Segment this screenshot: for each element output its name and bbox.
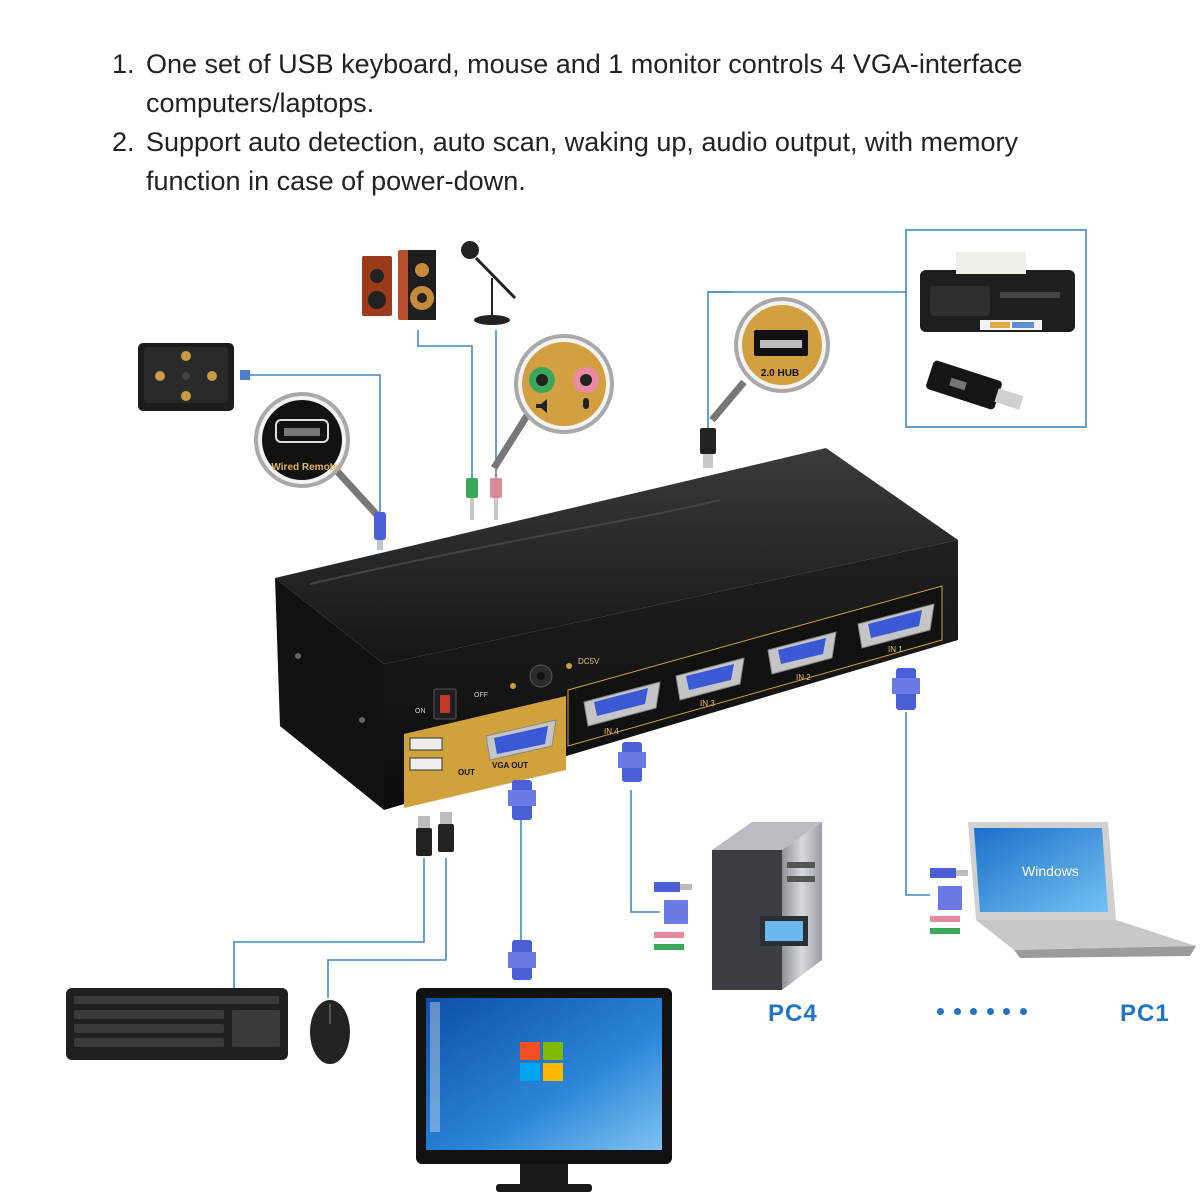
dot [937,1008,944,1015]
audio-jacks-callout [491,334,614,470]
pc4-tower-image [712,822,822,990]
wired-remote-device [138,343,250,411]
vga-out-label: VGA OUT [492,761,528,770]
pc1-laptop-image: Windows [968,822,1196,958]
cable-pc1 [905,712,930,896]
usb-hub-callout: 2.0 HUB [709,297,830,423]
usb-hub-plug [700,428,716,468]
dot [1019,1008,1027,1015]
vga-in-3-port [675,657,745,701]
feature-text: One set of USB keyboard, mouse and 1 mon… [146,49,1023,118]
wired-remote-port-callout: Wired Remote [254,392,381,519]
feature-number: 2. [112,127,135,157]
vga-in-2-port [767,631,837,675]
vga-plug-monitor [508,940,536,980]
vga-plug-in1 [892,668,920,710]
pc4-connectors [654,882,692,950]
vga-plug-in4 [618,742,646,782]
input-panel [567,585,943,747]
monitor-image [416,988,672,1192]
cable-keyboard [233,858,425,990]
kvm-side [275,578,384,810]
kvm-top [275,448,958,664]
kvm-switch: ON OFF DC5V OUT VGA OUT [275,448,958,810]
windows-logo [520,1042,563,1081]
dc-label: DC5V [578,657,600,666]
power-off-label: OFF [474,692,488,699]
usb-port-1 [409,737,443,751]
dot [1003,1008,1011,1015]
power-on-label: ON [415,708,426,715]
cable-lines [233,291,930,998]
vga-in-1-port [857,603,935,649]
port-label-in2: IN 2 [796,673,811,682]
vga-in-4-port [583,681,661,727]
port-label-in1: IN 1 [888,645,903,654]
remote-plug [374,512,386,550]
cable-speaker [417,330,473,478]
feature-text: Support auto detection, auto scan, wakin… [146,127,1019,196]
cable-remote [244,374,381,515]
cable-pc4 [630,790,660,913]
cable-mouse [327,858,447,998]
usb-plugs-keyboard-mouse [416,812,454,856]
feature-number: 1. [112,49,135,79]
vga-out-port [485,719,557,761]
output-panel [404,696,566,808]
peripherals-box [905,229,1087,428]
vga-plug-out [508,780,536,820]
pc4-label: PC4 [768,1000,818,1027]
dot [986,1008,994,1015]
audio-plugs [466,478,502,520]
port-label-in4: IN 4 [604,727,619,736]
microphone-image [461,241,517,325]
dot [953,1008,961,1015]
speaker-icon [536,399,547,413]
keyboard-image [66,988,288,1060]
laptop-os-label: Windows [1022,863,1079,879]
mic-icon [583,398,589,409]
speakers-image [362,250,436,320]
printer-image [920,252,1075,332]
dot [970,1008,978,1015]
pc1-label: PC1 [1120,1000,1170,1027]
port-label-in3: IN 3 [700,699,715,708]
usb-port-2 [409,757,443,771]
usb-hub-label: 2.0 HUB [761,368,799,379]
mouse-image [310,1000,350,1064]
wired-remote-label: Wired Remote [271,462,339,473]
usb-flash-drive-image [926,360,1024,410]
ellipsis-dots [937,1008,1027,1015]
pc1-connectors [930,868,968,934]
out-label: OUT [458,768,475,777]
